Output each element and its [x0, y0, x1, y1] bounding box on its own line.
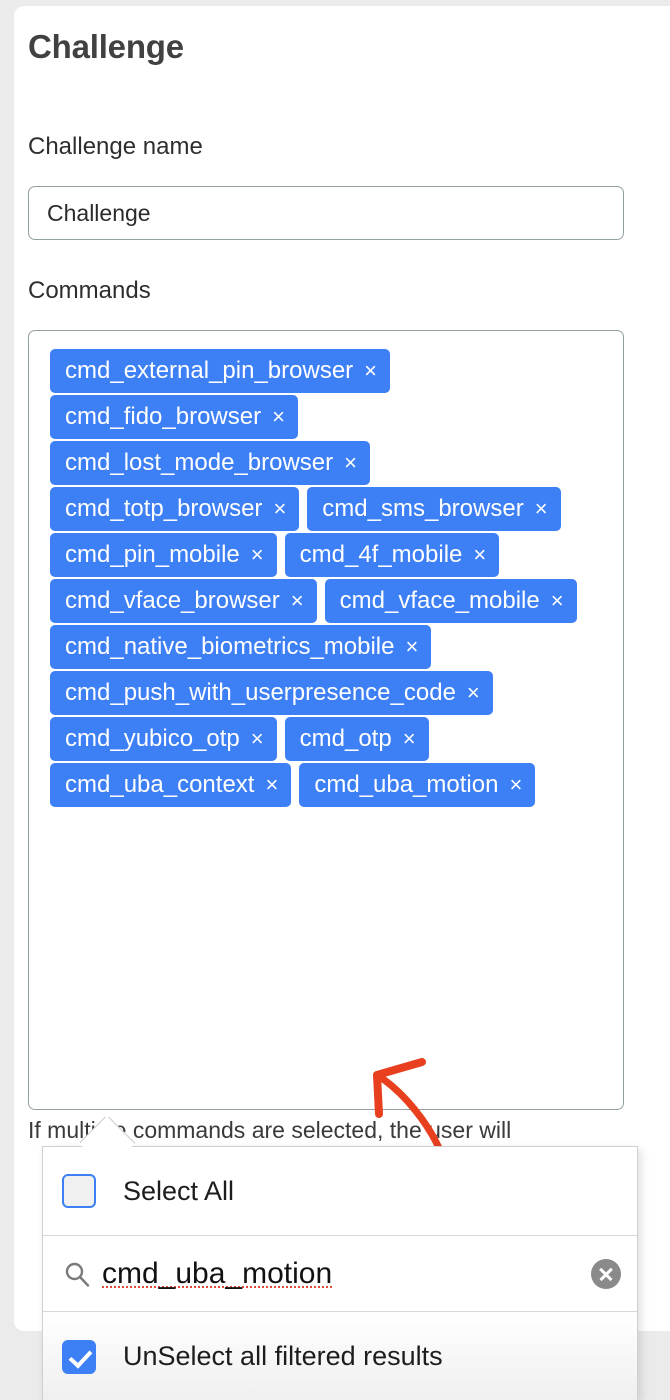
- command-chip[interactable]: cmd_uba_context ×: [50, 763, 292, 807]
- command-chip-remove-icon[interactable]: ×: [272, 404, 285, 429]
- commands-dropdown-panel[interactable]: Select All cmd_uba_motion UnSelect all f…: [42, 1146, 638, 1400]
- command-chip[interactable]: cmd_fido_browser ×: [50, 395, 298, 439]
- command-chip-label: cmd_push_with_userpresence_code: [65, 679, 456, 706]
- challenge-name-label: Challenge name: [28, 133, 203, 160]
- command-chip-label: cmd_totp_browser: [65, 495, 263, 522]
- command-chip-label: cmd_sms_browser: [322, 495, 524, 522]
- select-all-checkbox[interactable]: [62, 1174, 96, 1208]
- command-chip-label: cmd_vface_mobile: [339, 587, 540, 614]
- command-chip-remove-icon[interactable]: ×: [344, 450, 357, 475]
- command-chip[interactable]: cmd_pin_mobile ×: [50, 533, 277, 577]
- select-all-label: Select All: [123, 1175, 235, 1206]
- command-chip-label: cmd_fido_browser: [65, 403, 262, 430]
- command-chip-label: cmd_4f_mobile: [299, 541, 463, 568]
- search-icon: [65, 1262, 90, 1287]
- command-chip-remove-icon[interactable]: ×: [250, 726, 264, 751]
- command-chip[interactable]: cmd_vface_mobile ×: [324, 579, 577, 623]
- command-chip[interactable]: cmd_4f_mobile ×: [284, 533, 500, 577]
- command-chip-list: cmd_external_pin_browser×cmd_fido_browse…: [50, 349, 615, 807]
- command-chip-remove-icon[interactable]: ×: [273, 496, 287, 521]
- dropdown-row-unselect-all[interactable]: UnSelect all filtered results: [43, 1312, 637, 1400]
- command-chip[interactable]: cmd_push_with_userpresence_code ×: [50, 671, 493, 715]
- unselect-all-label: UnSelect all filtered results: [123, 1341, 443, 1371]
- commands-multiselect-box[interactable]: cmd_external_pin_browser×cmd_fido_browse…: [28, 330, 624, 1110]
- command-chip-remove-icon[interactable]: ×: [402, 726, 416, 751]
- dropdown-search-input[interactable]: cmd_uba_motion: [102, 1257, 591, 1291]
- command-chip-remove-icon[interactable]: ×: [265, 772, 279, 797]
- command-chip-remove-icon[interactable]: ×: [405, 634, 419, 659]
- command-chip-label: cmd_vface_browser: [65, 587, 280, 614]
- dropdown-search-value[interactable]: cmd_uba_motion: [102, 1256, 333, 1290]
- command-chip[interactable]: cmd_lost_mode_browser ×: [50, 441, 370, 485]
- command-chip[interactable]: cmd_totp_browser ×: [50, 487, 300, 531]
- command-chip-remove-icon[interactable]: ×: [466, 680, 480, 705]
- command-chip-remove-icon[interactable]: ×: [290, 588, 304, 613]
- dropdown-search-row[interactable]: cmd_uba_motion: [43, 1236, 637, 1312]
- command-chip[interactable]: cmd_native_biometrics_mobile ×: [50, 625, 432, 669]
- command-chip-label: cmd_yubico_otp: [65, 725, 240, 752]
- clear-search-icon[interactable]: [591, 1258, 621, 1289]
- command-chip-remove-icon[interactable]: ×: [534, 496, 548, 521]
- command-chip-label: cmd_native_biometrics_mobile: [65, 633, 395, 660]
- command-chip-label: cmd_uba_motion: [314, 771, 499, 798]
- command-chip[interactable]: cmd_external_pin_browser ×: [50, 349, 391, 393]
- command-chip-label: cmd_otp: [299, 725, 392, 752]
- command-chip-remove-icon[interactable]: ×: [364, 358, 378, 383]
- command-chip[interactable]: cmd_vface_browser ×: [50, 579, 317, 623]
- command-chip-label: cmd_pin_mobile: [65, 541, 240, 568]
- command-chip[interactable]: cmd_uba_motion ×: [299, 763, 536, 807]
- dropdown-caret-icon: [80, 1117, 136, 1147]
- command-chip-remove-icon[interactable]: ×: [550, 588, 564, 613]
- command-chip[interactable]: cmd_yubico_otp ×: [50, 717, 277, 761]
- command-chip-label: cmd_external_pin_browser: [65, 357, 354, 384]
- command-chip-label: cmd_lost_mode_browser: [65, 449, 334, 476]
- command-chip[interactable]: cmd_otp ×: [284, 717, 429, 761]
- page-title: Challenge: [28, 28, 184, 65]
- dropdown-row-select-all[interactable]: Select All: [43, 1147, 637, 1236]
- commands-label: Commands: [28, 277, 151, 304]
- unselect-all-checkbox[interactable]: [62, 1339, 96, 1374]
- command-chip-remove-icon[interactable]: ×: [509, 772, 523, 797]
- command-chip-remove-icon[interactable]: ×: [250, 542, 264, 567]
- command-chip-label: cmd_uba_context: [65, 771, 255, 798]
- challenge-name-input[interactable]: [28, 186, 624, 240]
- command-chip-remove-icon[interactable]: ×: [473, 542, 487, 567]
- command-chip[interactable]: cmd_sms_browser ×: [307, 487, 561, 531]
